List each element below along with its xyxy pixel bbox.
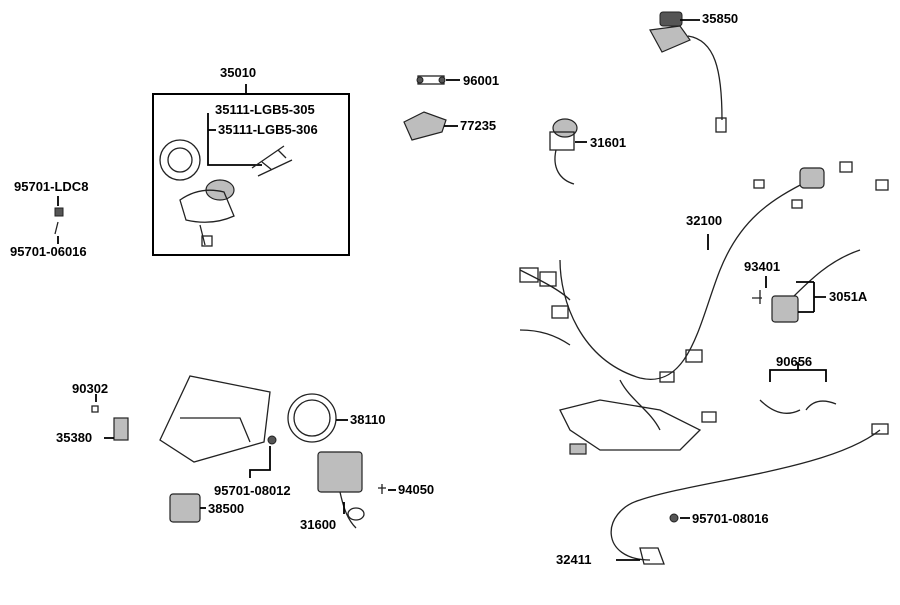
bracket-frame-drawing [159,375,277,478]
harness-32100-drawing [519,161,889,455]
part-label-77235: 77235 [460,118,497,133]
part-label-31600: 31600 [300,517,337,532]
part-label-32411: 32411 [556,552,592,567]
lock-set-35010-drawing [152,84,350,256]
part-label-35380: 35380 [56,430,93,445]
part-label-93401: 93401 [744,259,781,274]
horn-38110-drawing [287,393,348,443]
part-label-32100: 32100 [686,213,723,228]
part-label-95701-ldc8: 95701-LDC8 [14,179,89,194]
switch-35380-drawing [91,394,129,441]
part-label-95701-08012: 95701-08012 [214,483,291,498]
cable-32411-drawing [610,423,889,565]
bracket-96001-drawing [416,75,460,85]
part-label-35111-lgb5-305: 35111-LGB5-305 [215,102,315,117]
part-label-38110: 38110 [350,412,386,427]
part-label-3051a: 3051A [829,289,868,304]
relay-77235-drawing [403,111,458,141]
part-label-35010: 35010 [220,65,257,80]
part-label-90302: 90302 [72,381,109,396]
part-label-31601: 31601 [590,135,627,150]
part-label-94050: 94050 [398,482,435,497]
part-label-90656: 90656 [776,354,813,369]
ignition-31601-drawing [549,118,587,185]
part-label-35850: 35850 [702,11,739,26]
plug-cap-3051a-drawing [752,249,861,323]
part-label-95701-08016: 95701-08016 [692,511,769,526]
part-label-96001: 96001 [463,73,500,88]
part-label-38500: 38500 [208,501,245,516]
part-label-35111-lgb5-306: 35111-LGB5-306 [218,122,318,137]
clamps-90656-drawing [759,362,837,414]
switch-35850-drawing [649,11,727,133]
bolt-95701-drawing [54,196,64,244]
part-label-95701-06016: 95701-06016 [10,244,87,259]
regulator-31600-drawing [317,451,396,529]
relay-38500-drawing [169,493,206,523]
